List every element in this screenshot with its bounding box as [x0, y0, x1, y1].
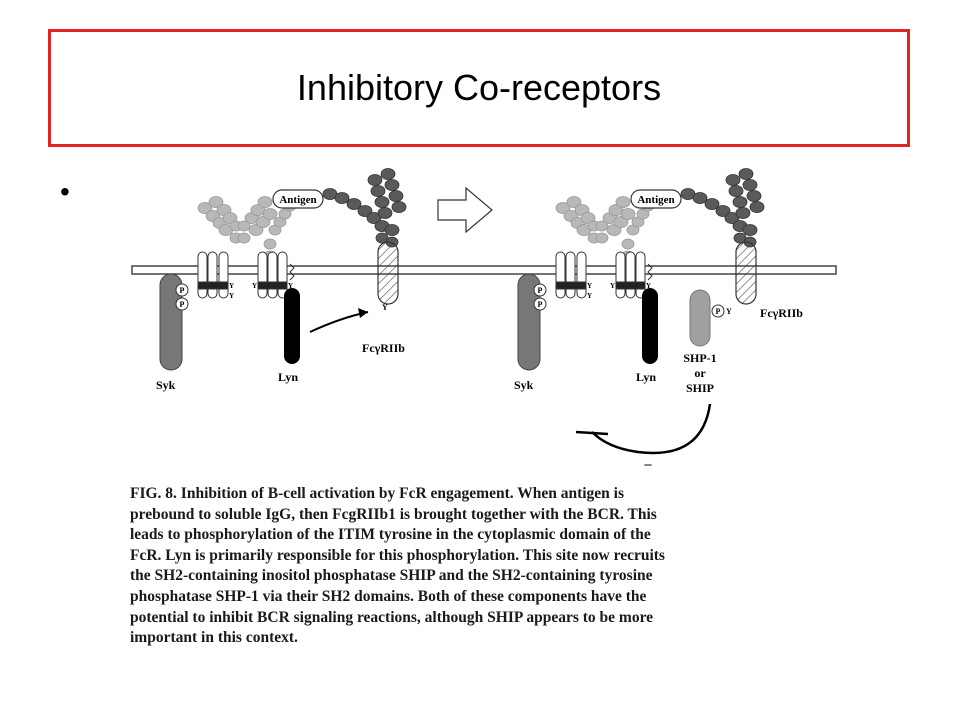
- antigen-label-left: Antigen: [279, 194, 316, 206]
- syk-label-left: Syk: [156, 378, 176, 392]
- phospho-right-1: [533, 283, 547, 297]
- antigen-left: [272, 189, 324, 209]
- caption-line: leads to phosphorylation of the ITIM tyr…: [130, 526, 651, 544]
- syk-right: [517, 273, 541, 371]
- itam-y-right-3: Y: [610, 282, 615, 290]
- lyn-label-left: Lyn: [278, 370, 298, 384]
- soluble-igg-left: [322, 168, 407, 248]
- minus-sign: –: [644, 457, 653, 470]
- right-panel: Antigen FcγRIIb P Y SHP-1 or SHIP: [514, 168, 803, 470]
- fcr-receptor-right: [735, 241, 757, 305]
- caption-line: prebound to soluble IgG, then FcgRIIb1 i…: [130, 505, 657, 523]
- left-panel: Antigen Y FcγRIIb Y Y: [156, 168, 407, 392]
- inhibition-bar: [575, 430, 609, 436]
- itam-y-left-4: Y: [288, 282, 293, 290]
- slide-title-box: Inhibitory Co-receptors: [48, 29, 910, 147]
- phospho-fcr-right: [711, 304, 725, 318]
- slide-title: Inhibitory Co-receptors: [296, 67, 662, 108]
- phospho-left-1: [175, 283, 189, 297]
- phospho-label-fcr-right: P: [716, 307, 721, 316]
- syk-left: [159, 273, 183, 371]
- phospho-label-left-2: P: [180, 300, 185, 309]
- soluble-igg-right: [680, 168, 765, 248]
- caption-line: phosphatase SHP-1 via their SH2 domains.…: [130, 587, 647, 605]
- itam-y-left-2: Y: [229, 292, 234, 300]
- antigen-label-right: Antigen: [637, 194, 674, 206]
- shp-protein-right: [689, 289, 711, 347]
- syk-label-right: Syk: [514, 378, 534, 392]
- figure-caption: FIG. 8. Inhibition of B-cell activation …: [130, 484, 830, 649]
- phospho-label-right-2: P: [538, 300, 543, 309]
- caption-line: the SH2-containing inositol phosphatase …: [130, 567, 653, 585]
- cell-membrane: [131, 265, 837, 275]
- caption-line: FcR. Lyn is primarily responsible for th…: [130, 546, 665, 564]
- caption-line: potential to inhibit BCR signaling react…: [130, 608, 654, 626]
- lyn-right: [642, 288, 658, 364]
- ig-alpha-beta-left: [197, 251, 288, 299]
- lyn-phospho-arrow: [309, 311, 369, 333]
- shp-label-line3: SHIP: [686, 381, 714, 395]
- phospho-label-right-1: P: [538, 286, 543, 295]
- lyn-anchor-left: [289, 263, 295, 281]
- phospho-left-2: [175, 297, 189, 311]
- fcr-label-right: FcγRIIb: [760, 306, 803, 320]
- caption-line: FIG. 8. Inhibition of B-cell activation …: [130, 485, 625, 502]
- itam-y-left-1: Y: [229, 282, 234, 290]
- fcr-receptor-left: [377, 241, 399, 305]
- itam-y-right-1: Y: [587, 282, 592, 290]
- shp-label-line1: SHP-1: [683, 351, 716, 365]
- fcr-tyrosine-left: Y: [382, 303, 388, 312]
- transition-arrow: [437, 186, 493, 234]
- itam-y-left-3: Y: [252, 282, 257, 290]
- inhibition-arc: [591, 403, 712, 455]
- fcr-label-left: FcγRIIb: [362, 341, 405, 355]
- phospho-right-2: [533, 297, 547, 311]
- phospho-label-left-1: P: [180, 286, 185, 295]
- caption-line: important in this context.: [130, 629, 298, 647]
- bullet-point: •: [60, 176, 70, 207]
- antigen-right: [630, 189, 682, 209]
- itam-y-right-2: Y: [587, 292, 592, 300]
- fcr-tyrosine-right: Y: [726, 307, 732, 316]
- lyn-label-right: Lyn: [636, 370, 656, 384]
- bcr-antibody-left: [197, 196, 278, 244]
- lyn-anchor-right: [647, 263, 653, 281]
- itam-y-right-4: Y: [646, 282, 651, 290]
- lyn-left: [284, 288, 300, 364]
- ig-alpha-beta-right: [555, 251, 646, 299]
- fcr-inhibition-diagram: Antigen Y FcγRIIb Y Y: [131, 168, 837, 470]
- shp-label-line2: or: [694, 366, 706, 380]
- lyn-phospho-arrowhead: [358, 308, 368, 318]
